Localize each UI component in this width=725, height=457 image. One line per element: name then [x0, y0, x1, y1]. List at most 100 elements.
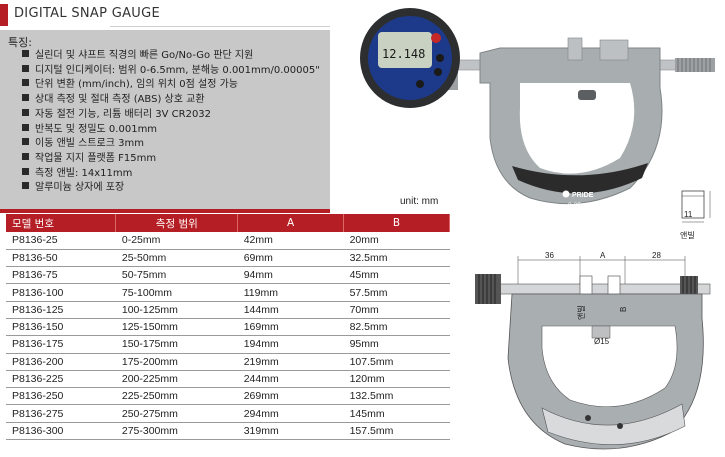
cell-a: 194mm: [237, 335, 344, 354]
bullet-square-icon: [22, 94, 29, 102]
cell-b: 107.5mm: [343, 353, 450, 371]
anvil-block-left: [567, 37, 583, 61]
cell-a: 94mm: [237, 266, 344, 285]
drawing-grip: [541, 403, 686, 445]
cell-b: 57.5mm: [343, 283, 450, 302]
cell-a: 169mm: [237, 318, 344, 337]
feature-item: 반복도 및 정밀도 0.001mm: [22, 123, 320, 138]
feature-item: 상대 측정 및 절대 측정 (ABS) 상호 교환: [22, 93, 320, 108]
cell-model: P8136-25: [6, 232, 116, 250]
cell-range: 275-300mm: [115, 422, 238, 441]
dim-label-11: 11: [684, 210, 693, 219]
anvil-block-right: [599, 39, 629, 61]
cell-b: 132.5mm: [343, 387, 450, 406]
cell-range: 25-50mm: [115, 249, 238, 268]
cell-range: 175-200mm: [115, 353, 238, 371]
cell-model: P8136-150: [6, 318, 116, 337]
header-a: A: [237, 214, 345, 232]
cell-range: 150-175mm: [115, 335, 238, 354]
cell-model: P8136-275: [6, 404, 116, 423]
indicator-button-red: [431, 33, 441, 43]
cell-model: P8136-200: [6, 353, 116, 371]
lcd-reading: 12.148: [382, 47, 425, 61]
indicator-button: [436, 54, 444, 62]
anvil-detail-shape: [681, 190, 705, 219]
grip-pad: [512, 163, 648, 194]
range-marking: 0-25mm: [568, 202, 592, 209]
cell-b: 20mm: [343, 232, 450, 250]
table-header-row: 모델 번호 측정 범위 A B: [6, 214, 450, 232]
feature-item: 측정 앤빌: 14x11mm: [22, 167, 320, 182]
cell-range: 200-225mm: [115, 370, 238, 389]
cell-b: 32.5mm: [343, 249, 450, 268]
support-platform: [578, 90, 596, 100]
cell-model: P8136-175: [6, 335, 116, 354]
drawing-frame-cutout: [541, 325, 678, 408]
cell-range: 75-100mm: [115, 283, 238, 302]
feature-item: 실린더 및 샤프트 직경의 빠른 Go/No-Go 판단 지원: [22, 49, 320, 64]
page-title: DIGITAL SNAP GAUGE: [14, 6, 160, 21]
indicator-button: [416, 80, 424, 88]
header-b: B: [343, 214, 450, 232]
header-model: 모델 번호: [6, 214, 117, 232]
drawing-label-b: B: [619, 307, 628, 312]
drawing-label-phi15: Ø15: [594, 337, 610, 346]
frame-cutout: [519, 83, 635, 174]
drawing-spindle: [499, 283, 711, 295]
screw-icon: [617, 423, 623, 429]
cell-range: 0-25mm: [115, 232, 238, 250]
bullet-square-icon: [22, 50, 29, 57]
bullet-square-icon: [22, 167, 29, 175]
cell-model: P8136-250: [6, 387, 116, 406]
knurled-knob: [675, 58, 715, 72]
cell-model: P8136-225: [6, 370, 116, 389]
anvil-detail-drawing: 11 앤빌: [680, 190, 711, 240]
title-divider: [110, 26, 330, 27]
header-range: 측정 범위: [115, 214, 239, 232]
feature-item: 이동 앤빌 스트로크 3mm: [22, 137, 320, 152]
cell-a: 42mm: [237, 232, 344, 250]
cell-range: 125-150mm: [115, 318, 238, 337]
cell-a: 219mm: [237, 353, 344, 371]
dim-label-36: 36: [545, 251, 554, 260]
cell-b: 145mm: [343, 404, 450, 423]
cell-range: 250-275mm: [115, 404, 238, 423]
drawing-knob-left: [475, 274, 501, 304]
snap-gauge-photo: PRIDE 0-25mm 12.148: [360, 8, 715, 209]
cell-b: 157.5mm: [343, 422, 450, 441]
cell-model: P8136-50: [6, 249, 116, 268]
bullet-square-icon: [22, 182, 29, 190]
drawing-label-anvil: 앤빌: [576, 305, 586, 320]
cell-model: P8136-100: [6, 283, 116, 302]
features-heading: 특징:: [8, 36, 32, 49]
indicator-button: [434, 68, 442, 76]
brand-name: PRIDE: [572, 192, 594, 199]
cell-b: 70mm: [343, 301, 450, 319]
feature-item: 작업물 지지 플랫폼 F15mm: [22, 152, 320, 167]
dim-label-a: A: [600, 251, 606, 260]
cell-b: 45mm: [343, 266, 450, 285]
feature-item: 디지털 인디케이터: 범위 0-6.5mm, 분해능 0.001mm/0.000…: [22, 64, 320, 79]
cell-a: 119mm: [237, 283, 344, 302]
unit-label: unit: mm: [400, 196, 439, 207]
bullet-square-icon: [22, 64, 29, 72]
bullet-square-icon: [22, 123, 29, 131]
cell-model: P8136-125: [6, 301, 116, 319]
features-list: 실린더 및 샤프트 직경의 빠른 Go/No-Go 판단 지원 디지털 인디케이…: [22, 49, 320, 196]
cell-a: 244mm: [237, 370, 344, 389]
brand-logo-icon: [562, 190, 570, 198]
cell-a: 69mm: [237, 249, 344, 268]
bullet-square-icon: [22, 108, 29, 116]
drawing-platform: [591, 325, 611, 339]
